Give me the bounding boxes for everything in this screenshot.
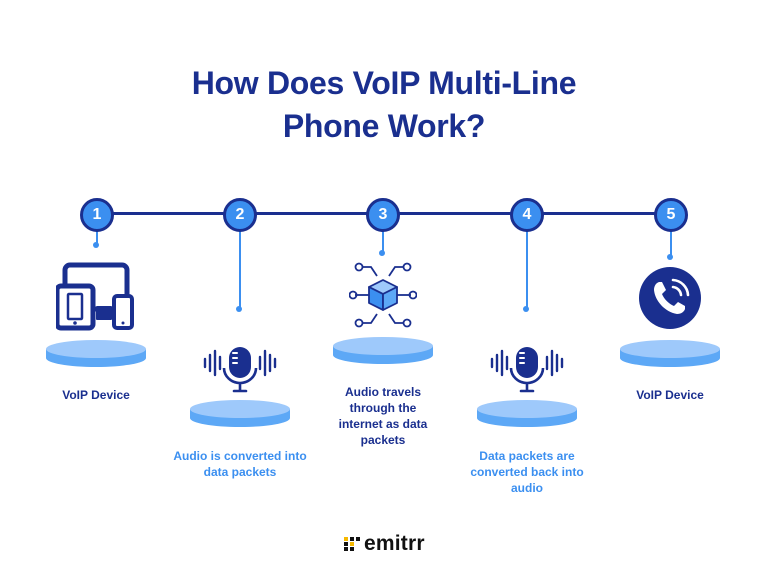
emitrr-logo-icon [344,537,360,551]
pedestal-3 [333,337,433,364]
pedestal-1 [46,340,146,367]
phone-call-icon [639,267,701,329]
pedestal-5 [620,340,720,367]
step-label-4: Data packets are converted back into aud… [470,449,584,495]
step-label-1: VoIP Device [62,388,130,402]
stem-2 [239,225,241,309]
step-label-2: Audio is converted into data packets [173,449,307,479]
stem-5 [670,225,672,257]
title-line-2: Phone Work? [282,108,486,144]
step-label-3: Audio travels through the internet as da… [338,385,428,447]
pedestal-2 [190,400,290,427]
stem-3 [382,225,384,253]
brand-name: emitrr [364,532,425,555]
stem-dot-1 [93,242,99,248]
title-line-1: How Does VoIP Multi-Line [191,65,577,101]
step-label-5: VoIP Device [636,388,704,402]
step-number-3: 3 [366,198,400,232]
microphone-icon [490,347,564,393]
stem-4 [526,225,528,309]
microphone-icon [203,347,277,393]
step-number-5: 5 [654,198,688,232]
devices-icon [56,262,134,331]
step-number-1: 1 [80,198,114,232]
emitrr-logo: emitrr [344,531,425,557]
stem-dot-2 [236,306,242,312]
step-number-2: 2 [223,198,257,232]
step-number-4: 4 [510,198,544,232]
page-title: How Does VoIP Multi-Line Phone Work? [0,62,768,148]
stem-dot-5 [667,254,673,260]
network-cube-icon [349,262,417,328]
stem-1 [96,225,98,245]
stem-dot-3 [379,250,385,256]
pedestal-4 [477,400,577,427]
stem-dot-4 [523,306,529,312]
